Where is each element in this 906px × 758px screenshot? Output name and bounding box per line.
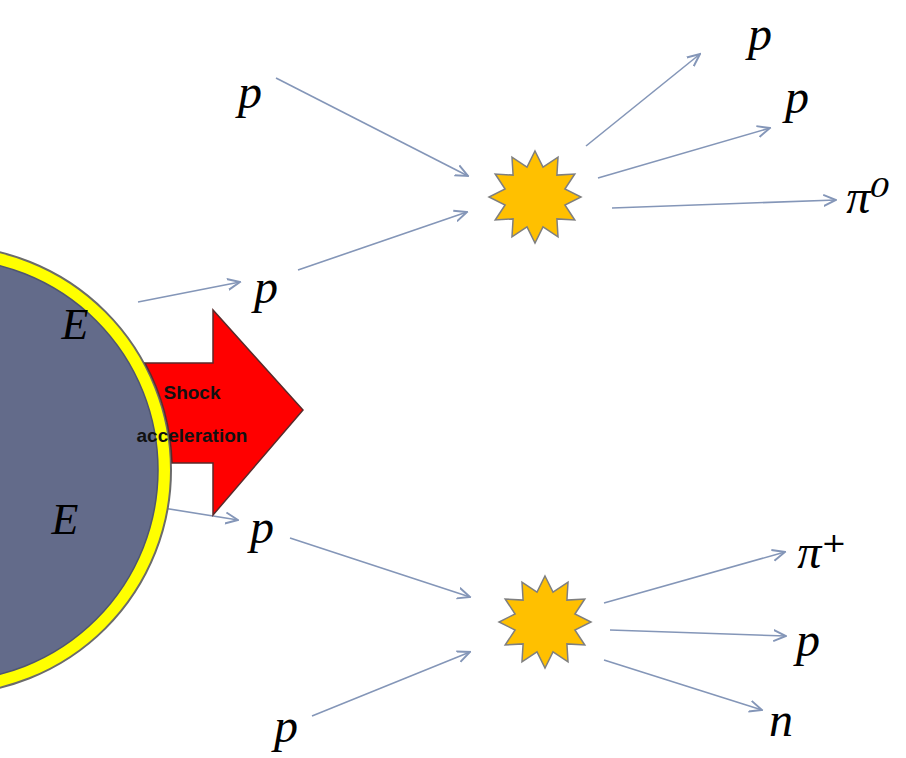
particle-label: p (785, 73, 809, 121)
particle-label: p (796, 616, 820, 664)
shock-arrow-outline (130, 308, 308, 518)
shock-arrow: Shock acceleration (130, 308, 308, 518)
particle-tracks (132, 54, 836, 716)
collision-burst (499, 576, 591, 668)
shock-label: Shock acceleration (127, 371, 257, 457)
particle-label: p (254, 263, 278, 311)
particle-label: n (769, 696, 793, 744)
particle-label: π⁰ (846, 173, 889, 221)
energy-label: E (62, 303, 89, 347)
particle-label: π⁺ (797, 528, 846, 576)
collision-burst (489, 151, 581, 243)
source-sphere: EE (0, 245, 172, 695)
particle-label: p (238, 68, 262, 116)
particle-label: p (274, 702, 298, 750)
particle-label: p (250, 503, 274, 551)
energy-label: E (52, 498, 79, 542)
particle-label: p (748, 10, 772, 58)
